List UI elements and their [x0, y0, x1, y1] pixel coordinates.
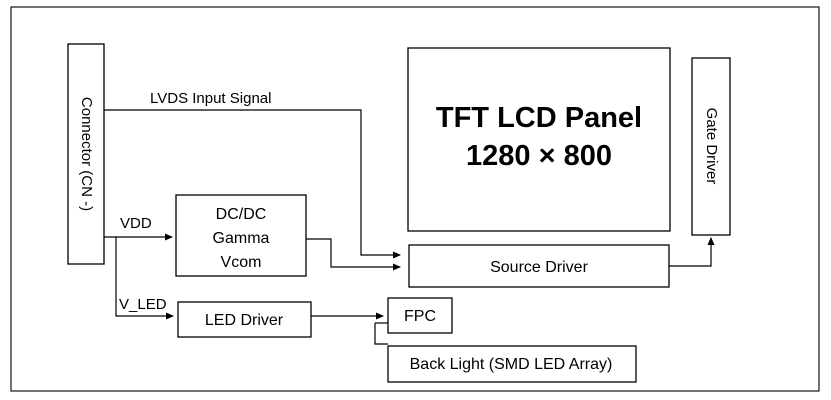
dcdc-label-line1: DC/DC	[216, 206, 267, 223]
backlight-box	[387, 345, 637, 383]
dcdc-label-line3: Vcom	[221, 254, 262, 271]
connector-box	[67, 43, 105, 265]
gate-driver-label: Gate Driver	[703, 108, 720, 185]
gate-driver-box	[691, 57, 731, 236]
vdd-label: VDD	[120, 215, 152, 232]
panel-title: TFT LCD Panel	[436, 102, 642, 134]
fpc-to-backlight-line	[374, 323, 388, 345]
source-to-gate-line	[669, 237, 715, 267]
tft-lcd-panel-box	[407, 47, 671, 232]
led-driver-box	[177, 301, 312, 338]
source-driver-label: Source Driver	[490, 259, 588, 276]
dcdc-label-line2: Gamma	[213, 230, 270, 247]
dcdc-box	[175, 194, 307, 277]
led-driver-label: LED Driver	[205, 312, 284, 329]
fpc-box	[387, 297, 453, 334]
fpc-label: FPC	[404, 308, 436, 325]
panel-resolution: 1280 × 800	[466, 140, 612, 172]
dcdc-to-source-line	[306, 238, 401, 271]
backlight-label: Back Light (SMD LED Array)	[410, 356, 613, 373]
lvds-label: LVDS Input Signal	[150, 90, 271, 107]
connector-label: Connector (CN -)	[78, 97, 95, 211]
lvds-signal-line	[104, 109, 401, 259]
source-driver-box	[408, 244, 670, 288]
vdd-line	[104, 236, 174, 320]
vled-label: V_LED	[119, 296, 167, 313]
